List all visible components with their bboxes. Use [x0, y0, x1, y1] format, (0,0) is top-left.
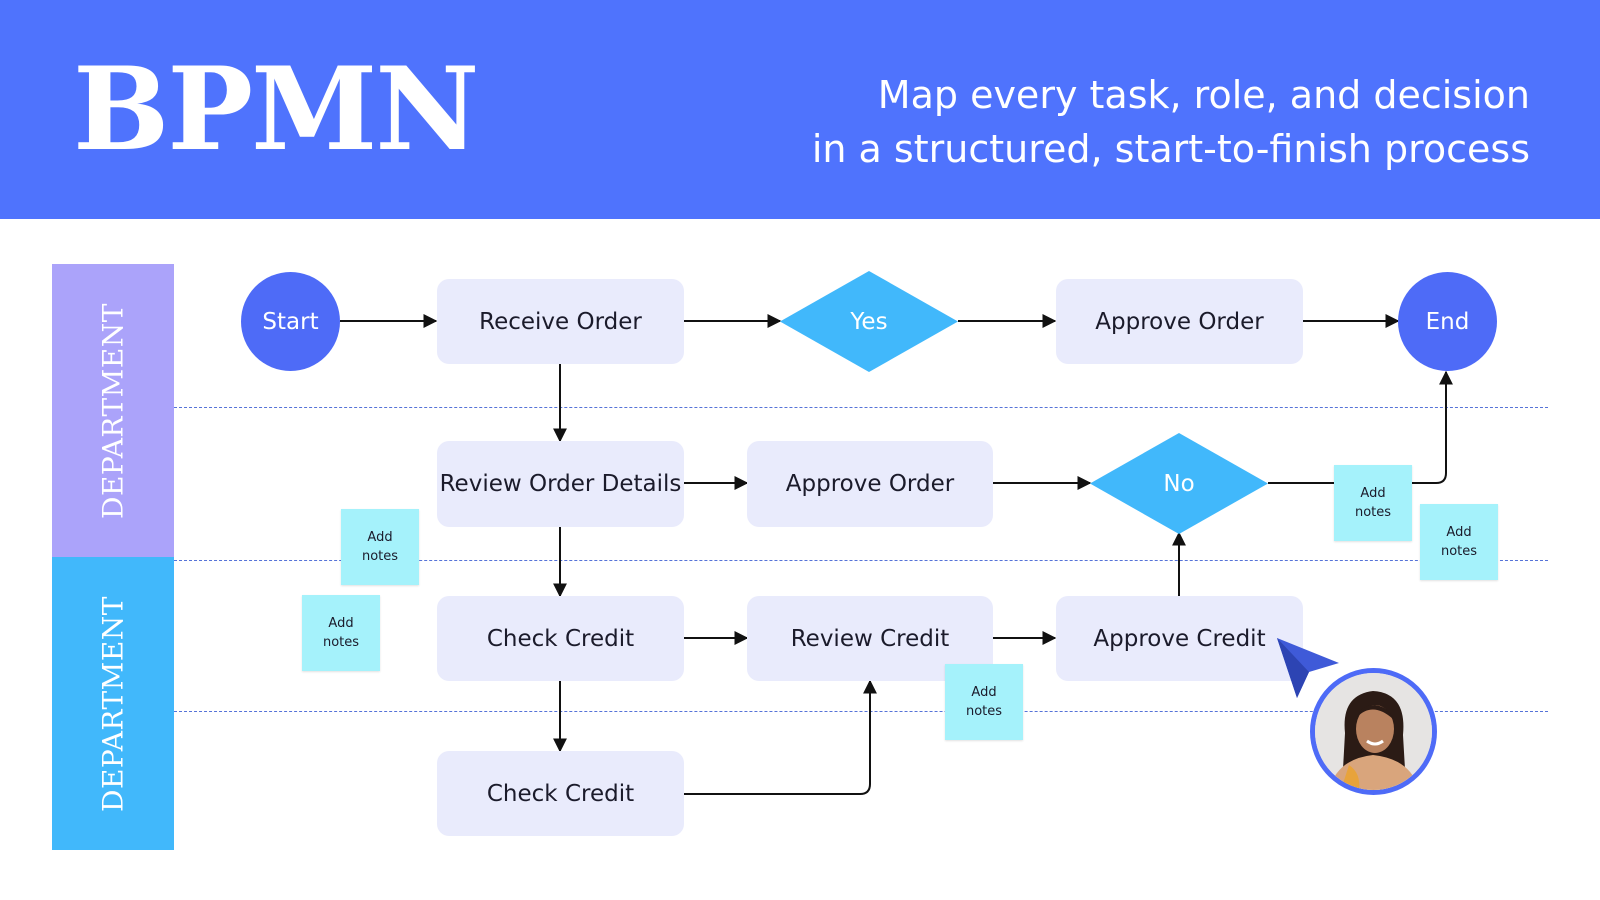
avatar-portrait-icon — [1315, 673, 1432, 790]
tagline: Map every task, role, and decision in a … — [630, 68, 1530, 176]
task-review-credit[interactable]: Review Credit — [747, 596, 993, 681]
task-approve-credit[interactable]: Approve Credit — [1056, 596, 1303, 681]
task-check-credit-2[interactable]: Check Credit — [437, 751, 684, 836]
task-receive-order[interactable]: Receive Order — [437, 279, 684, 364]
pointer-cursor-icon — [1277, 638, 1339, 698]
note-line: notes — [322, 635, 360, 650]
sticky-note[interactable]: Add notes — [945, 664, 1023, 740]
connector-no-to-end — [1268, 370, 1453, 484]
note-line: notes — [1354, 505, 1392, 520]
task-label: Receive Order — [479, 308, 642, 335]
task-label: Approve Credit — [1093, 625, 1266, 652]
task-label: Approve Order — [1095, 308, 1264, 335]
task-label: Approve Order — [785, 471, 955, 497]
note-line: Add — [367, 530, 393, 545]
tagline-line-1: Map every task, role, and decision — [877, 73, 1530, 117]
gateway-label: Yes — [850, 308, 888, 335]
note-line: notes — [965, 704, 1003, 719]
swimlane-header-2[interactable]: DEPARTMENT — [52, 557, 174, 850]
note-line: Add — [328, 616, 354, 631]
start-event[interactable]: Start — [241, 272, 340, 371]
lane-divider-3 — [174, 711, 1548, 712]
lane-divider-1 — [174, 407, 1548, 408]
task-approve-order-mid[interactable]: Approve Order — [747, 441, 993, 527]
task-review-order-details[interactable]: Review Order Details — [437, 441, 684, 527]
diamond-shape — [780, 271, 958, 372]
sticky-note[interactable]: Add notes — [1420, 504, 1498, 580]
note-line: Add — [1446, 525, 1472, 540]
end-event[interactable]: End — [1398, 272, 1497, 371]
sticky-note[interactable]: Add notes — [302, 595, 380, 671]
sticky-note[interactable]: Add notes — [1334, 465, 1412, 541]
page-title: BPMN — [73, 42, 479, 176]
gateway-yes[interactable]: Yes — [780, 271, 958, 372]
connector-check-credit-2-to-review-credit — [684, 679, 877, 795]
note-line: notes — [1440, 544, 1478, 559]
header-banner: BPMN Map every task, role, and decision … — [0, 0, 1600, 219]
task-label: Check Credit — [486, 625, 635, 652]
task-approve-order-top[interactable]: Approve Order — [1056, 279, 1303, 364]
swimlane-header-1[interactable]: DEPARTMENT — [52, 264, 174, 557]
note-line: Add — [971, 685, 997, 700]
task-label: Review Credit — [790, 625, 950, 652]
task-check-credit-1[interactable]: Check Credit — [437, 596, 684, 681]
sticky-note[interactable]: Add notes — [341, 509, 419, 585]
note-line: notes — [361, 549, 399, 564]
task-label: Check Credit — [486, 780, 635, 807]
gateway-label: No — [1163, 470, 1195, 497]
lane-divider-2 — [174, 560, 1548, 561]
user-avatar[interactable] — [1310, 668, 1437, 795]
tagline-line-2: in a structured, start-to-finish process — [811, 127, 1530, 171]
note-line: Add — [1360, 486, 1386, 501]
gateway-no[interactable]: No — [1090, 433, 1268, 534]
diamond-shape — [1090, 433, 1268, 534]
task-label: Review Order Details — [439, 471, 682, 497]
